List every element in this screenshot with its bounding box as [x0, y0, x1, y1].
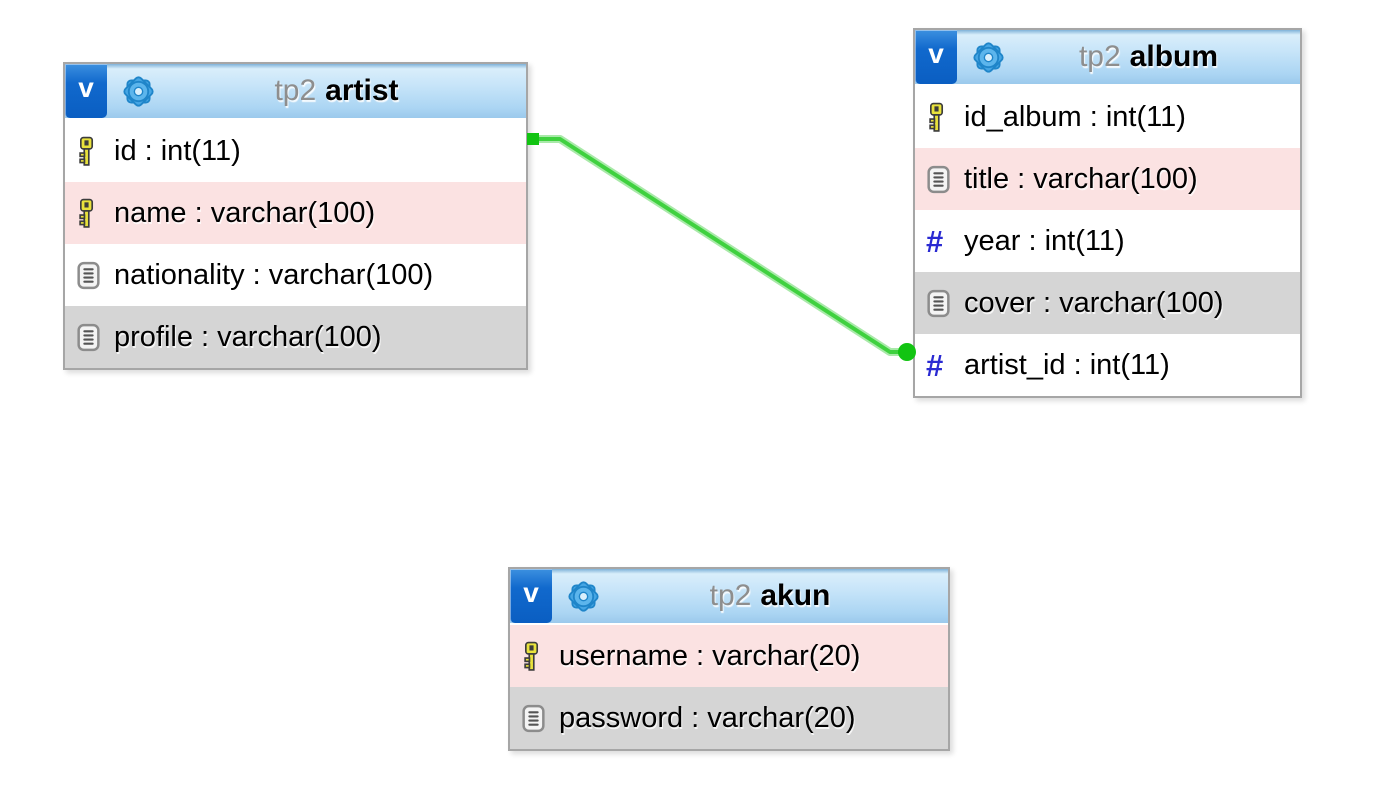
numeric-field-icon: #	[926, 223, 944, 259]
gear-icon	[567, 580, 599, 612]
collapse-button[interactable]: v	[915, 30, 957, 84]
field-row[interactable]: username : varchar(20)	[510, 625, 948, 687]
field-label: year : int(11)	[964, 224, 1125, 257]
text-field-icon	[522, 704, 545, 732]
schema-name: tp2	[709, 579, 752, 612]
schema-name: tp2	[274, 74, 317, 107]
table-name: artist	[325, 74, 399, 107]
field-row[interactable]: title : varchar(100)	[915, 148, 1300, 210]
primary-key-icon	[79, 136, 94, 166]
field-label: username : varchar(20)	[559, 639, 861, 672]
schema-name: tp2	[1078, 40, 1121, 73]
table-name: album	[1129, 40, 1219, 73]
text-field-icon	[77, 323, 100, 351]
text-field-icon	[927, 289, 950, 317]
field-row[interactable]: id_album : int(11)	[915, 86, 1300, 148]
text-field-icon	[77, 261, 100, 289]
field-row[interactable]: password : varchar(20)	[510, 687, 948, 749]
primary-key-icon	[79, 198, 94, 228]
field-label: id_album : int(11)	[964, 100, 1186, 133]
field-row[interactable]: # artist_id : int(11)	[915, 334, 1300, 396]
table-options-gear-button[interactable]	[119, 72, 157, 110]
table-name: akun	[760, 579, 831, 612]
field-label: title : varchar(100)	[964, 162, 1198, 195]
field-row[interactable]: nationality : varchar(100)	[65, 244, 526, 306]
field-row[interactable]: # year : int(11)	[915, 210, 1300, 272]
field-label: cover : varchar(100)	[964, 286, 1224, 319]
gear-icon	[122, 75, 154, 107]
primary-key-icon	[929, 102, 944, 132]
field-row[interactable]: name : varchar(100)	[65, 182, 526, 244]
numeric-field-icon: #	[926, 347, 944, 383]
relation-source-marker	[527, 133, 539, 145]
field-row[interactable]: profile : varchar(100)	[65, 306, 526, 368]
gear-icon	[972, 41, 1004, 73]
text-field-icon	[927, 165, 950, 193]
field-label: nationality : varchar(100)	[114, 258, 434, 291]
field-label: profile : varchar(100)	[114, 320, 382, 353]
collapse-button[interactable]: v	[65, 64, 107, 118]
table-options-gear-button[interactable]	[969, 38, 1007, 76]
field-label: artist_id : int(11)	[964, 348, 1170, 381]
field-row[interactable]: id : int(11)	[65, 120, 526, 182]
field-label: password : varchar(20)	[559, 701, 856, 734]
table-options-gear-button[interactable]	[564, 577, 602, 615]
collapse-button[interactable]: v	[510, 569, 552, 623]
field-label: id : int(11)	[114, 134, 241, 167]
field-row[interactable]: cover : varchar(100)	[915, 272, 1300, 334]
primary-key-icon	[524, 641, 539, 671]
field-label: name : varchar(100)	[114, 196, 376, 229]
